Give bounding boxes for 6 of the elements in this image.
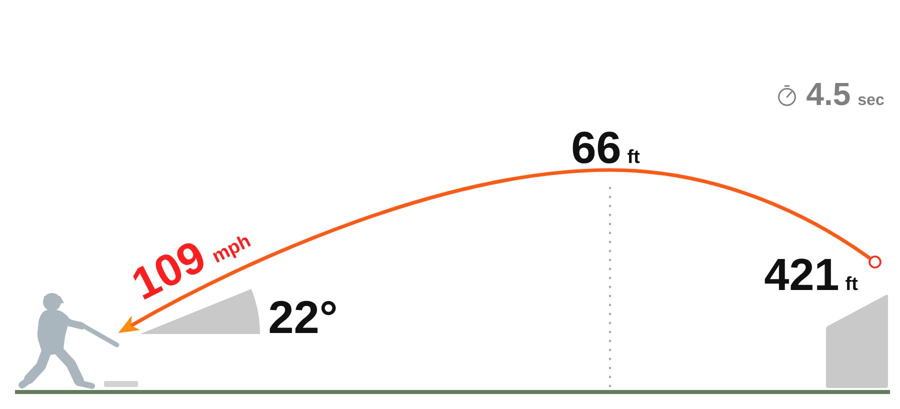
batter-silhouette bbox=[18, 293, 120, 389]
outfield-wall bbox=[826, 294, 888, 388]
angle-label: 22° bbox=[270, 300, 336, 333]
time-label: 4.5 sec bbox=[806, 83, 884, 106]
circle-marker bbox=[868, 256, 882, 268]
edge-label: 109 mph bbox=[133, 236, 251, 300]
